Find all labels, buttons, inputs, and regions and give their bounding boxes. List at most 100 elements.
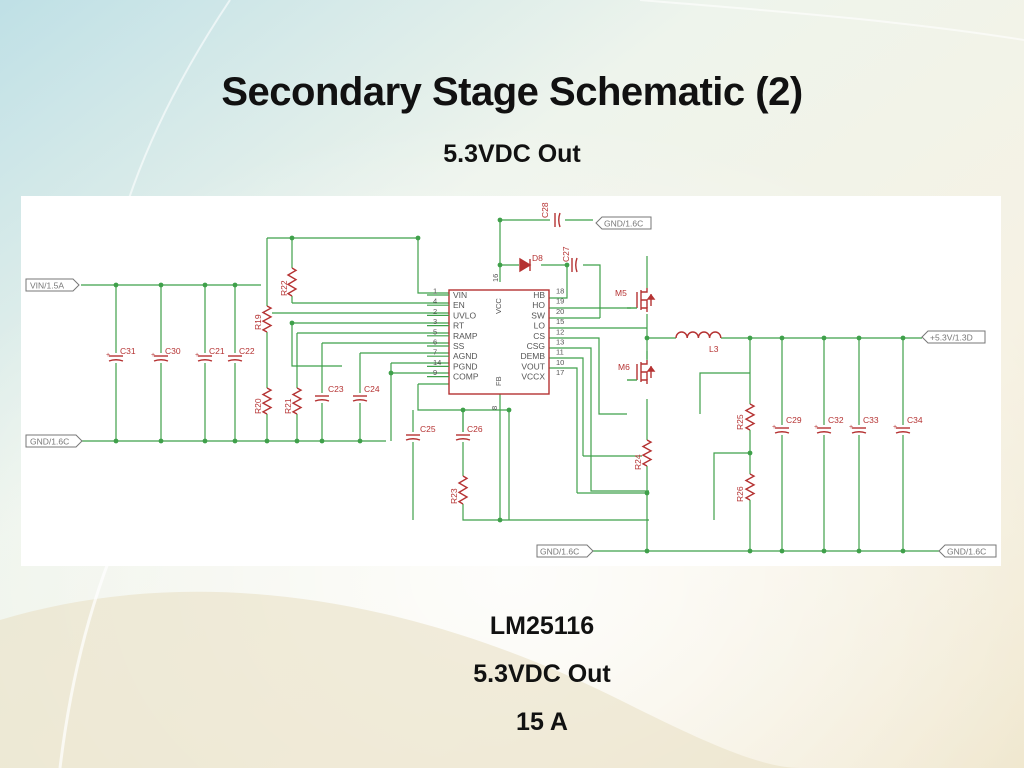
- junction-33: [644, 548, 650, 554]
- ic-left-pin-name: VIN: [453, 290, 467, 300]
- ic-right-pin-name: HB: [533, 290, 545, 300]
- ic-left-pin-num: 6: [433, 338, 437, 347]
- label-c29: C29: [786, 415, 802, 425]
- page-subtitle: 5.3VDC Out: [443, 140, 581, 168]
- ic-right-pin-name: HO: [532, 300, 545, 310]
- ic-right-pin-name: VCCX: [521, 372, 545, 382]
- label-r26: R26: [735, 486, 745, 502]
- junction-8: [264, 438, 270, 444]
- wire-42: [549, 347, 649, 492]
- ic-fb-label: FB: [494, 376, 503, 386]
- wire-44: [549, 367, 578, 493]
- junction-9: [294, 438, 300, 444]
- capacitor-c26: [455, 432, 471, 442]
- ic-right-pin-num: 17: [556, 368, 564, 377]
- junction-4: [113, 438, 119, 444]
- ic-pin-8: 8: [490, 406, 499, 410]
- label-c33: C33: [863, 415, 879, 425]
- junction-11: [357, 438, 363, 444]
- label-c25: C25: [420, 424, 436, 434]
- ic-right-pin-name: VOUT: [521, 361, 545, 371]
- junction-1: [158, 282, 164, 288]
- caption-part-number: LM25116: [489, 612, 595, 640]
- ic-left-pin-num: 7: [433, 348, 437, 357]
- wire-41: [549, 337, 627, 415]
- junction-37: [506, 407, 512, 413]
- wire-43: [549, 357, 584, 456]
- junction-25: [821, 335, 827, 341]
- junction-18: [497, 517, 503, 523]
- resistor-r24: [641, 439, 653, 467]
- capacitor-c29: +: [772, 424, 790, 435]
- svg-text:GND/1.6C: GND/1.6C: [540, 547, 579, 557]
- ic-right-pin-num: 10: [556, 358, 564, 367]
- wire-37: [583, 264, 601, 318]
- label-c28: C28: [540, 202, 550, 218]
- ic-right-pin-num: 11: [556, 348, 564, 357]
- ic-left-pin-name: UVLO: [453, 310, 477, 320]
- ic-right-pin-name: SW: [531, 310, 545, 320]
- wire-57: [713, 452, 750, 520]
- junction-22: [644, 335, 650, 341]
- label-c32: C32: [828, 415, 844, 425]
- label-c24: C24: [364, 384, 380, 394]
- ic-left-pin-name: EN: [453, 300, 465, 310]
- junction-6: [202, 438, 208, 444]
- net-label-vin: VIN/1.5A: [25, 278, 80, 292]
- junction-26: [856, 335, 862, 341]
- mosfet-m5: [627, 288, 661, 314]
- junction-0: [113, 282, 119, 288]
- junction-29: [779, 548, 785, 554]
- ic-left-pin-name: RAMP: [453, 331, 478, 341]
- ic-left-pin-num: 9: [433, 368, 437, 377]
- junction-dots: [113, 217, 906, 554]
- net-label-vout: +5.3V/1.3D: [921, 330, 986, 344]
- label-c31: C31: [120, 346, 136, 356]
- resistor-r21: [291, 387, 303, 415]
- ic-right-pin-name: CSG: [527, 341, 545, 351]
- wire-56: [699, 372, 750, 414]
- net-label-gnd-right: GND/1.6C: [938, 544, 997, 558]
- inductor-l3: [675, 330, 722, 340]
- svg-text:GND/1.6C: GND/1.6C: [604, 219, 643, 229]
- junction-19: [497, 217, 503, 223]
- ic-left-pin-name: PGND: [453, 361, 478, 371]
- svg-text:+: +: [106, 352, 110, 359]
- label-c23: C23: [328, 384, 344, 394]
- svg-text:+: +: [814, 424, 818, 431]
- page-title: Secondary Stage Schematic (2): [221, 70, 803, 114]
- ic-left-pin-num: 4: [433, 297, 437, 306]
- svg-text:+5.3V/1.3D: +5.3V/1.3D: [930, 333, 973, 343]
- ic-left-pin-num: 5: [433, 327, 437, 336]
- junction-15: [289, 320, 295, 326]
- capacitor-c30: +: [151, 352, 169, 363]
- ic-right-pin-num: 18: [556, 287, 564, 296]
- ic-right-pin-name: DEMB: [520, 351, 545, 361]
- net-label-gnd-left: GND/1.6C: [25, 434, 83, 448]
- label-r24: R24: [633, 454, 643, 470]
- label-m5: M5: [615, 288, 627, 298]
- junction-12: [289, 235, 295, 241]
- svg-text:+: +: [772, 424, 776, 431]
- capacitor-c33: +: [849, 424, 867, 435]
- junction-17: [460, 407, 466, 413]
- ic-left-pin-num: 2: [433, 307, 437, 316]
- ic-right-pin-num: 20: [556, 307, 564, 316]
- svg-text:+: +: [195, 352, 199, 359]
- label-c30: C30: [165, 346, 181, 356]
- ic-right-pin-num: 12: [556, 327, 564, 336]
- capacitor-c24: [352, 393, 368, 403]
- ic-right-pin-num: 15: [556, 317, 564, 326]
- svg-text:GND/1.6C: GND/1.6C: [30, 437, 69, 447]
- ic-right-pin-num: 13: [556, 338, 564, 347]
- capacitor-c25: [405, 432, 421, 442]
- junction-24: [779, 335, 785, 341]
- resistor-r22: [286, 267, 298, 297]
- junction-20: [497, 262, 503, 268]
- ic-left-pin-num: 3: [433, 317, 437, 326]
- net-label-gnd-bottom: GND/1.6C: [536, 544, 594, 558]
- label-r22: R22: [279, 280, 289, 296]
- schematic-components: +++++++: [106, 212, 911, 505]
- label-c26: C26: [467, 424, 483, 434]
